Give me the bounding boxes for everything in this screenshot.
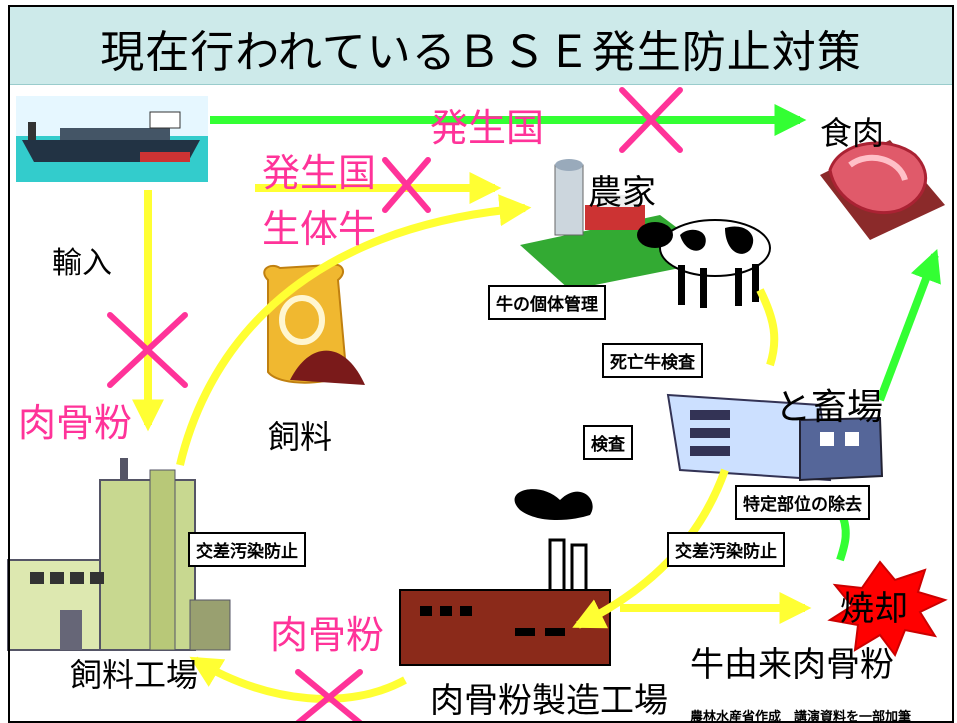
meat-steak-illustration (820, 140, 945, 240)
label-meat-bone-meal-bottom: 肉骨粉 (270, 613, 385, 657)
incineration-burst (827, 560, 948, 658)
label-feed: 飼料 (268, 418, 333, 456)
mbm-factory-illustration (399, 489, 611, 666)
label-meat: 食肉 (820, 114, 885, 152)
cow-illustration (637, 219, 771, 308)
label-origin-country-top: 発生国 (430, 106, 545, 150)
label-dead-cattle-test: 死亡牛検査 (602, 343, 703, 378)
label-import: 輸入 (52, 246, 112, 281)
label-cross-contamination-left: 交差汚染防止 (188, 532, 306, 567)
label-incineration: 焼却 (840, 589, 908, 629)
title-bar: 現在行われているＢＳＥ発生防止対策 (8, 5, 954, 85)
yellow-arrow-feed-to-farm (176, 194, 532, 466)
feed-factory-illustration (7, 458, 231, 651)
prohibition-cross-live-cattle (382, 157, 431, 213)
prohibition-cross-import-meat (619, 87, 683, 153)
label-live-cattle: 生体牛 (262, 207, 377, 251)
yellow-arrow-mbm-to-feedfactory (189, 656, 407, 703)
label-bovine-mbm: 牛由来肉骨粉 (690, 645, 894, 685)
yellow-arrow-farm-to-slaughter (756, 288, 779, 367)
green-arrow-slaughter-meat (876, 249, 941, 402)
credit-note: 農林水産省作成 講演資料を一部加筆 (690, 710, 912, 723)
farm-illustration (520, 159, 720, 290)
label-feed-factory: 飼料工場 (70, 656, 199, 694)
label-origin-country-left: 発生国 (262, 151, 377, 195)
label-meat-bone-meal-left: 肉骨粉 (18, 401, 133, 445)
feed-bag-illustration (263, 263, 365, 385)
label-slaughterhouse: と畜場 (775, 387, 884, 428)
label-mbm-factory: 肉骨粉製造工場 (430, 681, 668, 721)
cargo-ship-illustration (16, 96, 208, 182)
label-cattle-id-management: 牛の個体管理 (488, 285, 606, 320)
prohibition-cross-mbm-feedfactory (295, 669, 363, 723)
label-srm-removal: 特定部位の除去 (735, 485, 870, 520)
page-title: 現在行われているＢＳＥ発生防止対策 (100, 27, 862, 78)
label-farm: 農家 (588, 173, 656, 213)
prohibition-cross-import-mbm (107, 312, 188, 388)
label-inspection: 検査 (583, 425, 633, 460)
label-cross-contamination-right: 交差汚染防止 (667, 532, 785, 567)
slaughterhouse-illustration (666, 393, 884, 482)
